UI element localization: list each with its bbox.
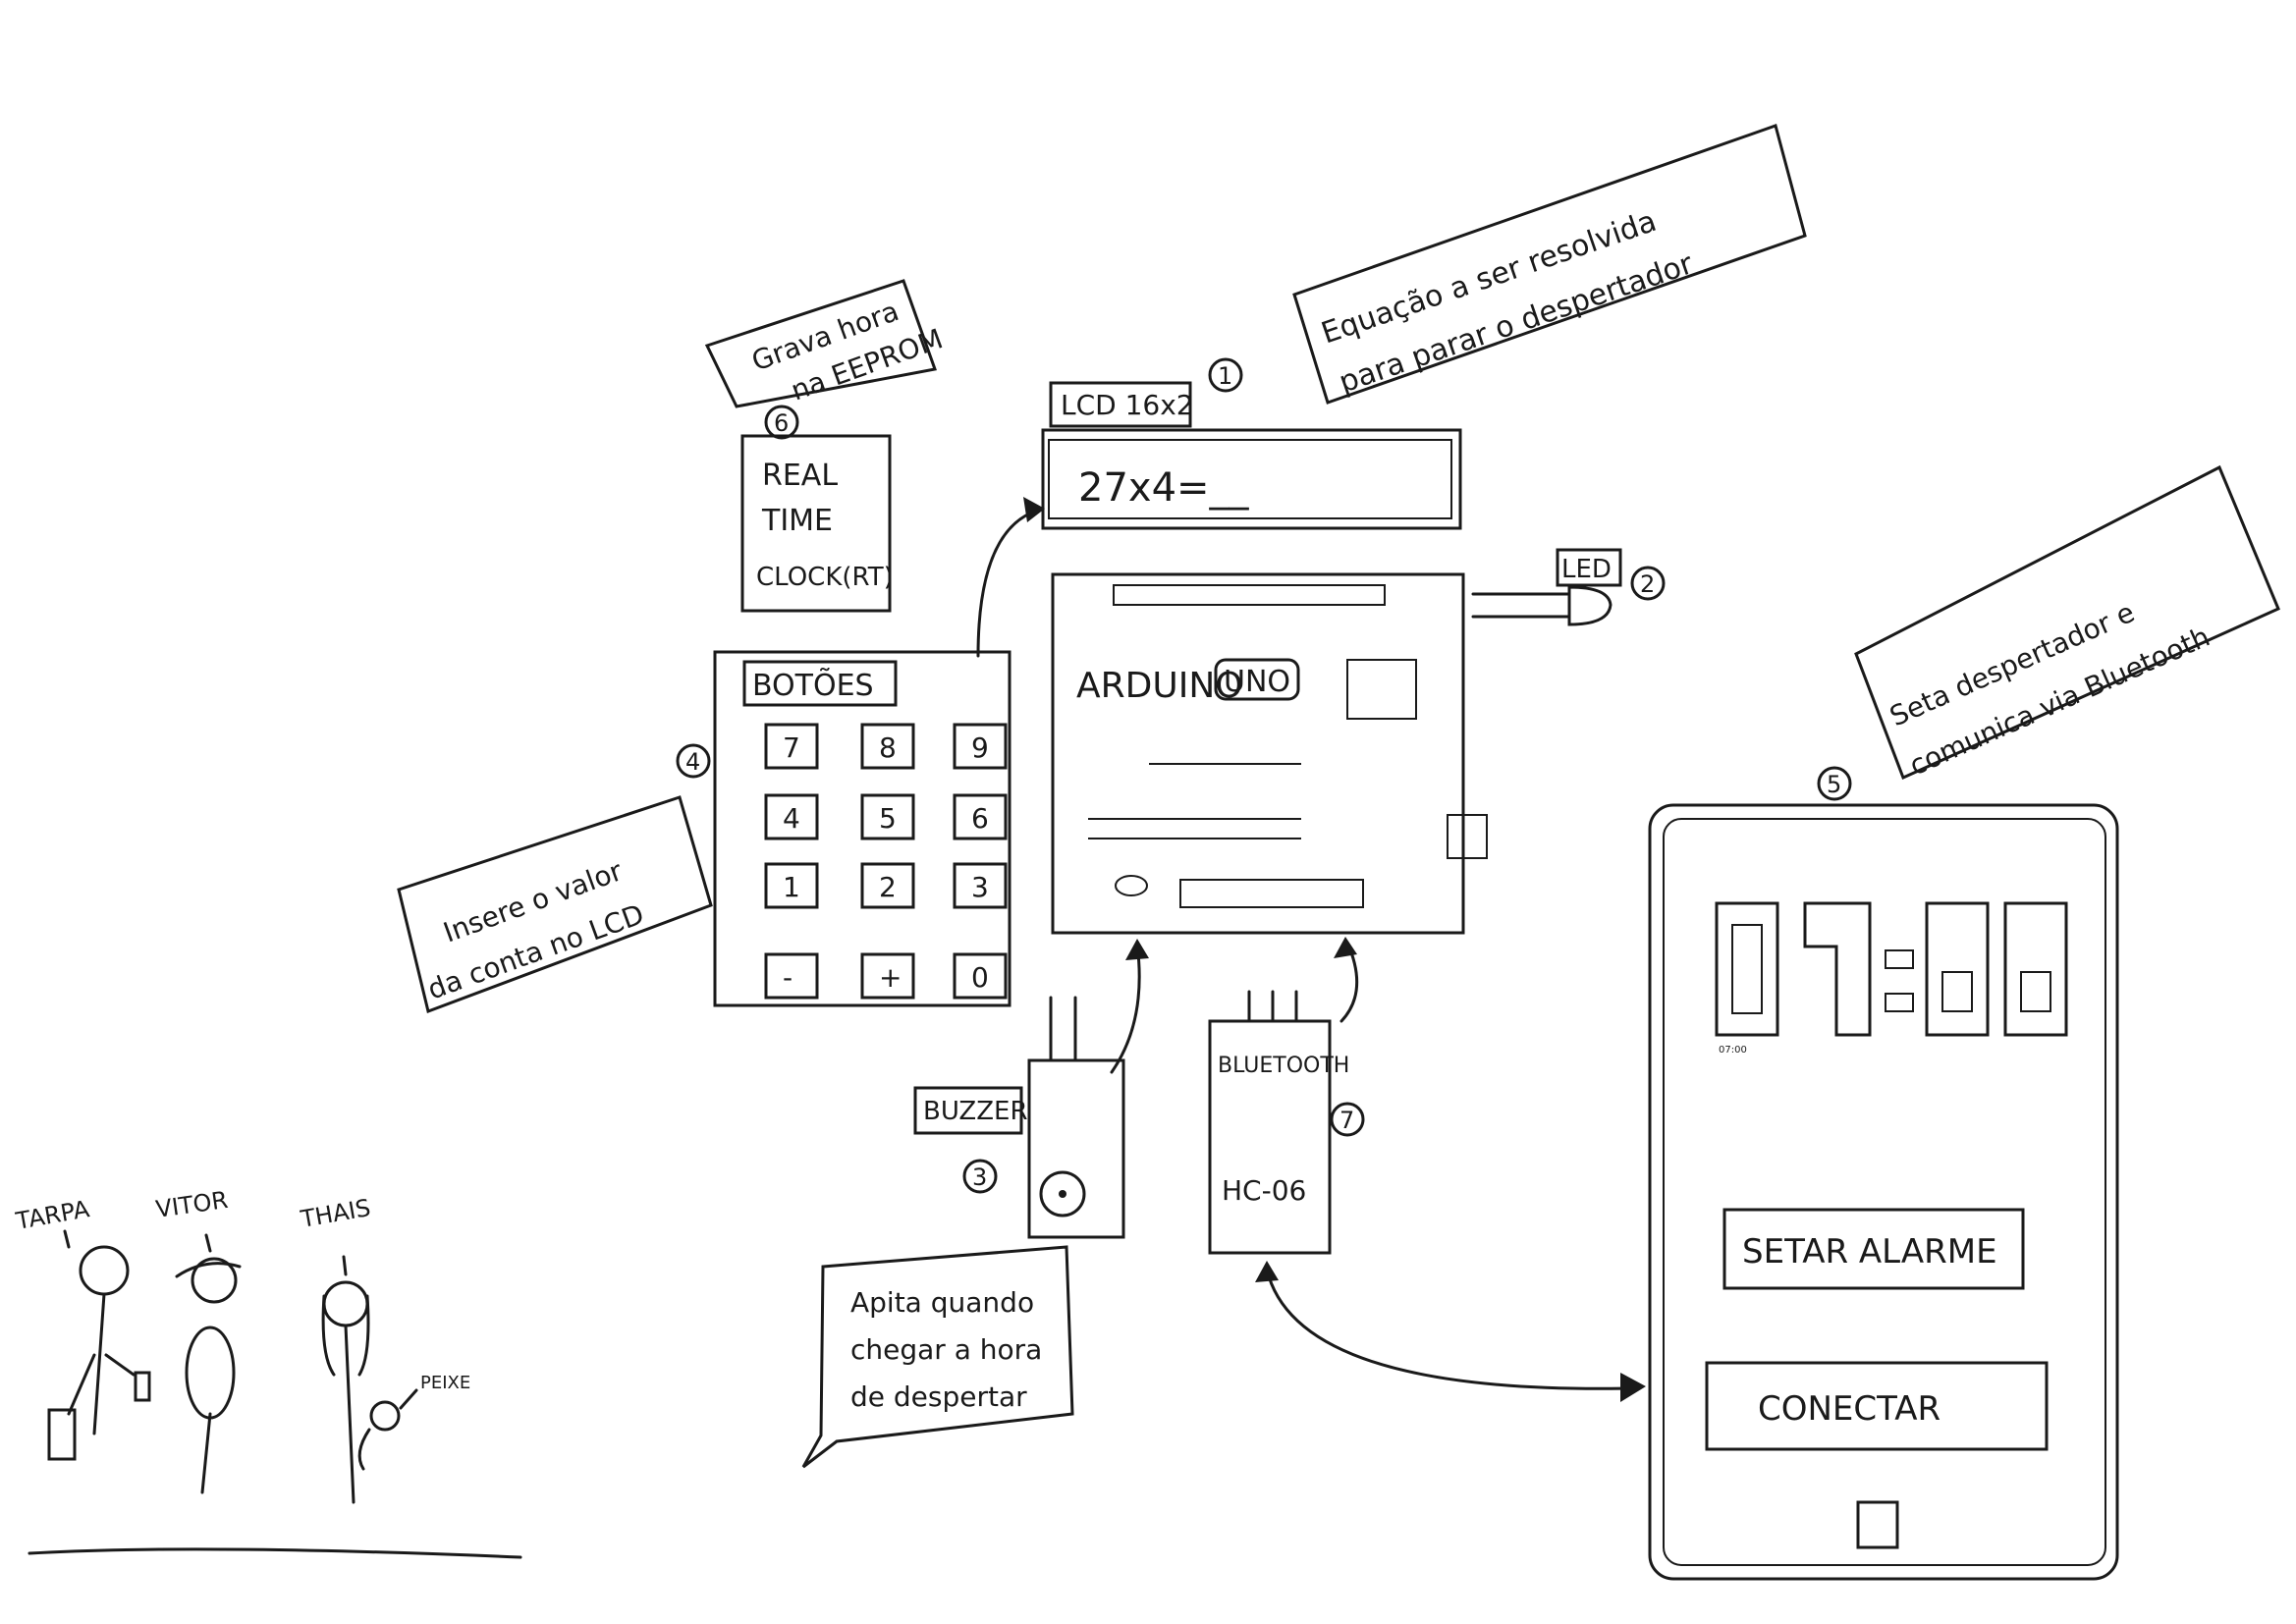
bluetooth-line1: BLUETOOTH bbox=[1218, 1054, 1349, 1078]
key-label: 8 bbox=[879, 731, 897, 764]
rtc-line3: CLOCK(RT) bbox=[756, 563, 894, 592]
rtc-module: Grava hora na EEPROM 6 REAL TIME CLOCK(R… bbox=[704, 279, 947, 613]
lcd-note: Equação a ser resolvida para parar o des… bbox=[1292, 124, 1807, 405]
key-button[interactable] bbox=[764, 862, 819, 909]
buttons-note: Insere o valor da conta no LCD bbox=[397, 795, 713, 1013]
led-number: 2 bbox=[1640, 570, 1655, 598]
key-button[interactable] bbox=[860, 862, 915, 909]
key-button[interactable] bbox=[953, 952, 1008, 1000]
key-button[interactable] bbox=[764, 793, 819, 840]
buzzer-tag: BUZZER bbox=[923, 1097, 1028, 1126]
connections bbox=[976, 497, 1646, 1402]
person-1-name: TARPA bbox=[13, 1195, 92, 1235]
arrow-buzzer-to-arduino bbox=[1125, 939, 1149, 960]
key-button[interactable] bbox=[860, 723, 915, 770]
key-label: 0 bbox=[971, 961, 989, 994]
set-alarm-button-label: SETAR ALARME bbox=[1742, 1232, 1997, 1272]
arrow-phone-end bbox=[1620, 1373, 1646, 1402]
home-button[interactable] bbox=[1856, 1500, 1899, 1549]
key-button[interactable] bbox=[860, 793, 915, 840]
arduino-label: ARDUINO bbox=[1076, 666, 1243, 706]
key-label: 2 bbox=[879, 871, 897, 903]
rtc-line1: REAL bbox=[762, 459, 838, 493]
people-doodle: TARPA VITOR THAIS PEIXE bbox=[13, 1186, 522, 1559]
set-alarm-button[interactable] bbox=[1722, 1208, 2025, 1290]
buzzer-note: Apita quando chegar a hora de despertar bbox=[801, 1245, 1074, 1469]
lcd-screen-text: 27x4=__ bbox=[1078, 465, 1250, 511]
smartphone: 5 07:00 SETAR ALARME CONECTAR bbox=[1648, 766, 2119, 1581]
buttons-panel: BOTÕES 4 7 8 9 4 5 6 1 2 3 - +0 bbox=[676, 650, 1011, 1007]
buttons-title: BOTÕES bbox=[752, 667, 874, 703]
pet-label: PEIXE bbox=[420, 1373, 470, 1393]
connect-button[interactable] bbox=[1705, 1361, 2049, 1451]
clock-digits: 07:00 bbox=[1719, 1045, 1747, 1056]
key-label: 3 bbox=[971, 871, 989, 903]
key-button[interactable] bbox=[860, 952, 915, 1000]
buzzer-component: BUZZER 3 bbox=[913, 1043, 1125, 1239]
person-3-name: THAIS bbox=[298, 1194, 372, 1233]
rtc-line2: TIME bbox=[761, 504, 833, 538]
phone-number: 5 bbox=[1827, 771, 1841, 798]
buzzer-note-line3: de despertar bbox=[850, 1380, 1027, 1413]
key-button[interactable] bbox=[953, 862, 1008, 909]
key-label: 5 bbox=[879, 802, 897, 835]
buzzer-note-line2: chegar a hora bbox=[850, 1333, 1042, 1366]
key-label: - bbox=[783, 961, 793, 994]
lcd-number: 1 bbox=[1218, 362, 1232, 390]
buzzer-number: 3 bbox=[972, 1164, 987, 1191]
arrow-bluetooth-end bbox=[1255, 1261, 1279, 1282]
key-button[interactable] bbox=[953, 793, 1008, 840]
lcd-tag: LCD 16x2 bbox=[1061, 389, 1194, 421]
key-button[interactable] bbox=[764, 723, 819, 770]
bluetooth-number: 7 bbox=[1339, 1107, 1354, 1134]
led-tag: LED bbox=[1561, 555, 1612, 584]
key-button[interactable] bbox=[764, 952, 819, 1000]
person-2-name: VITOR bbox=[154, 1186, 230, 1223]
lcd-display: LCD 16x2 1 27x4=__ bbox=[1041, 357, 1462, 530]
bluetooth-line2: HC-06 bbox=[1222, 1174, 1306, 1207]
key-label: 4 bbox=[783, 802, 800, 835]
buzzer-note-line1: Apita quando bbox=[850, 1286, 1034, 1319]
key-label: 6 bbox=[971, 802, 989, 835]
connect-button-label: CONECTAR bbox=[1758, 1389, 1941, 1429]
arrow-to-lcd bbox=[1023, 497, 1045, 522]
key-label: 1 bbox=[783, 871, 800, 903]
keypad: 7 8 9 4 5 6 1 2 3 - +0 bbox=[764, 723, 1008, 1000]
clock-display: 07:00 bbox=[1715, 901, 2068, 1056]
arduino-model: UNO bbox=[1224, 665, 1290, 699]
buttons-number: 4 bbox=[685, 748, 700, 776]
key-label: 9 bbox=[971, 731, 989, 764]
key-label: 7 bbox=[783, 731, 800, 764]
bluetooth-module: BLUETOOTH HC-06 7 bbox=[1208, 990, 1365, 1255]
arduino-board: ARDUINO UNO bbox=[1049, 572, 1488, 1047]
led-component: LED 2 bbox=[1471, 548, 1666, 626]
arrow-bluetooth-to-arduino bbox=[1334, 937, 1357, 958]
key-label: + bbox=[879, 961, 902, 994]
phone-note: Seta despertador e comunica via Bluetoot… bbox=[1854, 464, 2280, 782]
rtc-number: 6 bbox=[774, 409, 789, 437]
key-button[interactable] bbox=[953, 723, 1008, 770]
